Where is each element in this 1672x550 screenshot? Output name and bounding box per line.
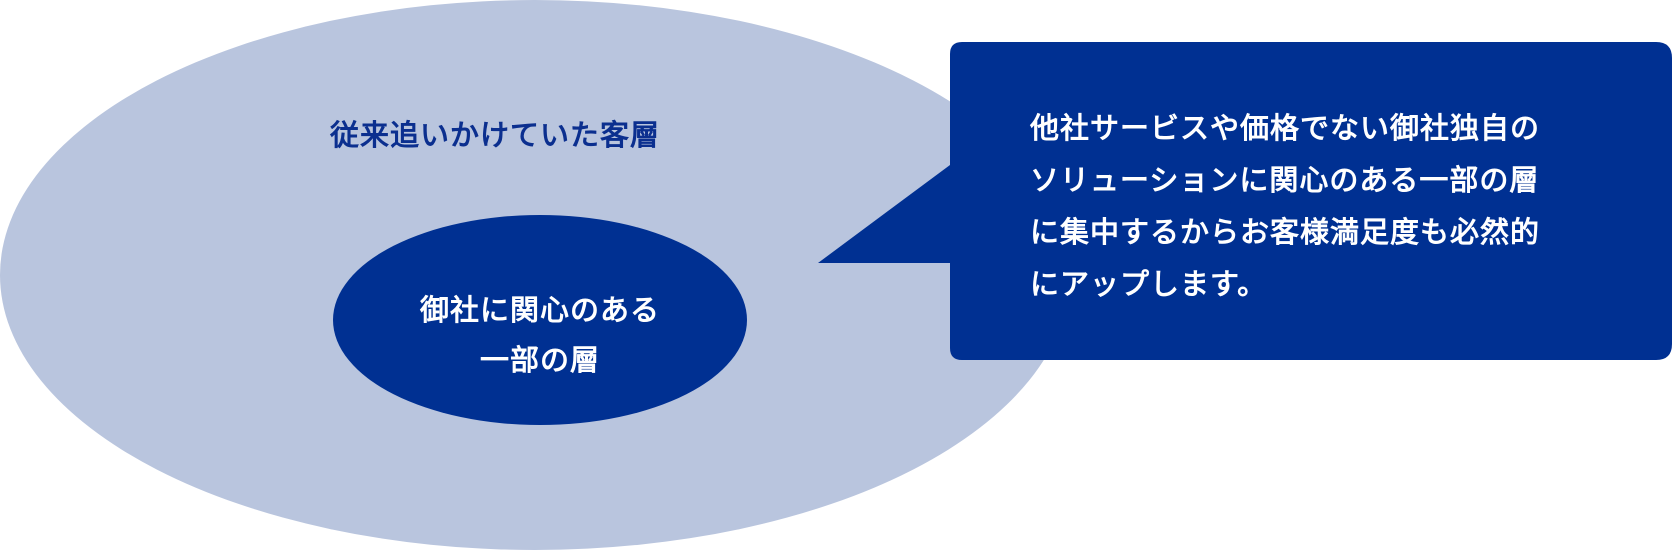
callout-line: に集中するからお客様満足度も必然的 bbox=[1030, 215, 1541, 249]
callout-line: にアップします。 bbox=[1030, 267, 1268, 301]
outer-ellipse-label: 従来追いかけていた客層 bbox=[330, 118, 661, 152]
inner-label-line: 一部の層 bbox=[479, 343, 600, 377]
callout-line: 他社サービスや価格でない御社独自の bbox=[1030, 111, 1541, 145]
callout-box bbox=[818, 42, 1672, 360]
callout-text: 他社サービスや価格でない御社独自の ソリューションに関心のある一部の層 に集中す… bbox=[1030, 102, 1620, 310]
inner-ellipse bbox=[333, 215, 747, 425]
callout-line: ソリューションに関心のある一部の層 bbox=[1030, 163, 1540, 197]
inner-label-line: 御社に関心のある bbox=[419, 293, 660, 327]
inner-ellipse-label: 御社に関心のある 一部の層 bbox=[335, 285, 745, 385]
